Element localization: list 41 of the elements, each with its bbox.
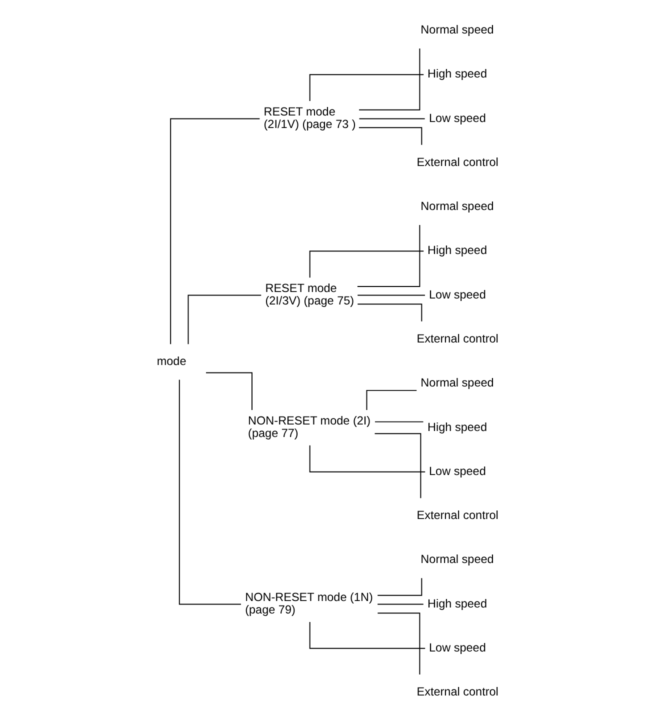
node-text: External control	[416, 686, 498, 699]
connector	[358, 127, 422, 146]
connector	[309, 444, 426, 472]
node-text: External control	[416, 509, 498, 522]
node-text: Normal speed	[420, 376, 494, 390]
connector	[377, 604, 424, 605]
node-text: RESET mode (2I/1V) (page 73 )	[264, 105, 356, 132]
node-text: External control	[416, 332, 498, 346]
node-text: Low speed	[429, 112, 486, 125]
node-text: Normal speed	[420, 24, 494, 37]
connector	[309, 250, 424, 278]
connector	[358, 118, 426, 120]
node-text: High speed	[428, 420, 488, 434]
connector	[374, 433, 422, 499]
node-text: Low speed	[429, 641, 486, 654]
node-text: Low speed	[429, 464, 486, 478]
node-text: RESET mode (2I/3V) (page 75)	[265, 282, 354, 308]
node-text: External control	[416, 156, 498, 169]
connector	[366, 390, 418, 410]
connector	[309, 621, 426, 649]
node-text: High speed	[428, 68, 488, 81]
node-text: NON-RESET mode (1N) (page 79)	[245, 590, 373, 617]
connector	[377, 612, 420, 675]
node-text: High speed	[428, 597, 488, 610]
connector	[170, 118, 260, 345]
connector	[206, 372, 252, 410]
node-text: High speed	[428, 244, 488, 258]
node-text: Normal speed	[420, 553, 494, 566]
connector	[377, 578, 422, 596]
connector	[188, 294, 262, 345]
connector	[178, 379, 242, 605]
node-text: mode	[156, 355, 186, 368]
connector	[374, 421, 424, 422]
connector	[357, 294, 426, 296]
connector	[309, 74, 424, 102]
node-text: Low speed	[429, 288, 486, 302]
node-text: Normal speed	[420, 200, 494, 214]
node-text: NON-RESET mode (2I) (page 77)	[248, 414, 371, 440]
connector	[357, 304, 422, 322]
connector	[356, 224, 420, 287]
connector	[358, 48, 420, 110]
